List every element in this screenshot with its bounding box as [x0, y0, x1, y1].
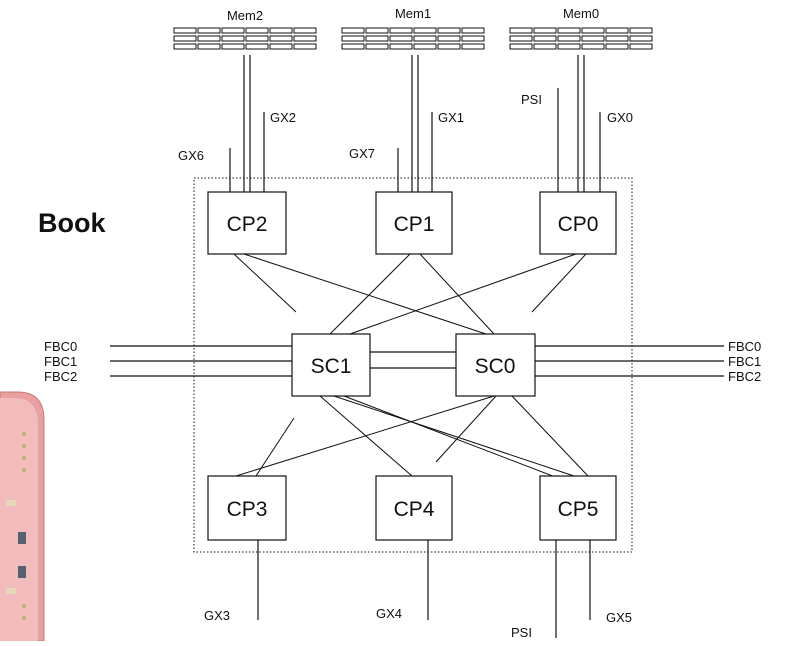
sc0-label: SC0 — [475, 355, 516, 378]
mem0-dimm-group — [509, 27, 653, 50]
gx5-label: GX5 — [606, 610, 632, 625]
cp0-label: CP0 — [558, 213, 599, 236]
gx6-label: GX6 — [178, 148, 204, 163]
mem1-dimm-group — [341, 27, 485, 50]
fbc1-label-left: FBC1 — [44, 354, 77, 369]
top-vertical-links — [229, 55, 601, 192]
cp0-node: CP0 — [539, 191, 617, 255]
cp5-label: CP5 — [558, 498, 599, 521]
cp3-node: CP3 — [207, 475, 287, 541]
memory-dimms — [173, 27, 653, 50]
memory-label-mem2: Mem2 — [227, 8, 263, 23]
crossbar-links — [233, 253, 589, 489]
cp2-label: CP2 — [227, 213, 268, 236]
fbc0-label-right: FBC0 — [728, 339, 761, 354]
book-title: Book — [38, 208, 106, 238]
memory-label-mem1: Mem1 — [395, 6, 431, 21]
psi-label-top: PSI — [521, 92, 542, 107]
fbc0-label-left: FBC0 — [44, 339, 77, 354]
fbc2-label-right: FBC2 — [728, 369, 761, 384]
cp4-label: CP4 — [394, 498, 435, 521]
gx0-label: GX0 — [607, 110, 633, 125]
cp5-node: CP5 — [539, 475, 617, 541]
cp2-node: CP2 — [207, 191, 287, 255]
gx1-label: GX1 — [438, 110, 464, 125]
gx4-label: GX4 — [376, 606, 402, 621]
fabric-bus-lines — [110, 345, 724, 377]
memory-label-mem0: Mem0 — [563, 6, 599, 21]
sc0-node: SC0 — [455, 333, 536, 397]
sc1-node: SC1 — [291, 333, 371, 397]
fbc2-label-left: FBC2 — [44, 369, 77, 384]
mem2-dimm-group — [173, 27, 317, 50]
gx7-label: GX7 — [349, 146, 375, 161]
fbc1-label-right: FBC1 — [728, 354, 761, 369]
gx3-label: GX3 — [204, 608, 230, 623]
cp3-label: CP3 — [227, 498, 268, 521]
board-photo-fragment — [0, 391, 45, 642]
cp4-node: CP4 — [375, 475, 453, 541]
cp1-node: CP1 — [375, 191, 453, 255]
sc1-label: SC1 — [311, 355, 352, 378]
cp1-label: CP1 — [394, 213, 435, 236]
bottom-vertical-links — [257, 540, 591, 638]
psi-label-bottom: PSI — [511, 625, 532, 640]
gx2-label: GX2 — [270, 110, 296, 125]
